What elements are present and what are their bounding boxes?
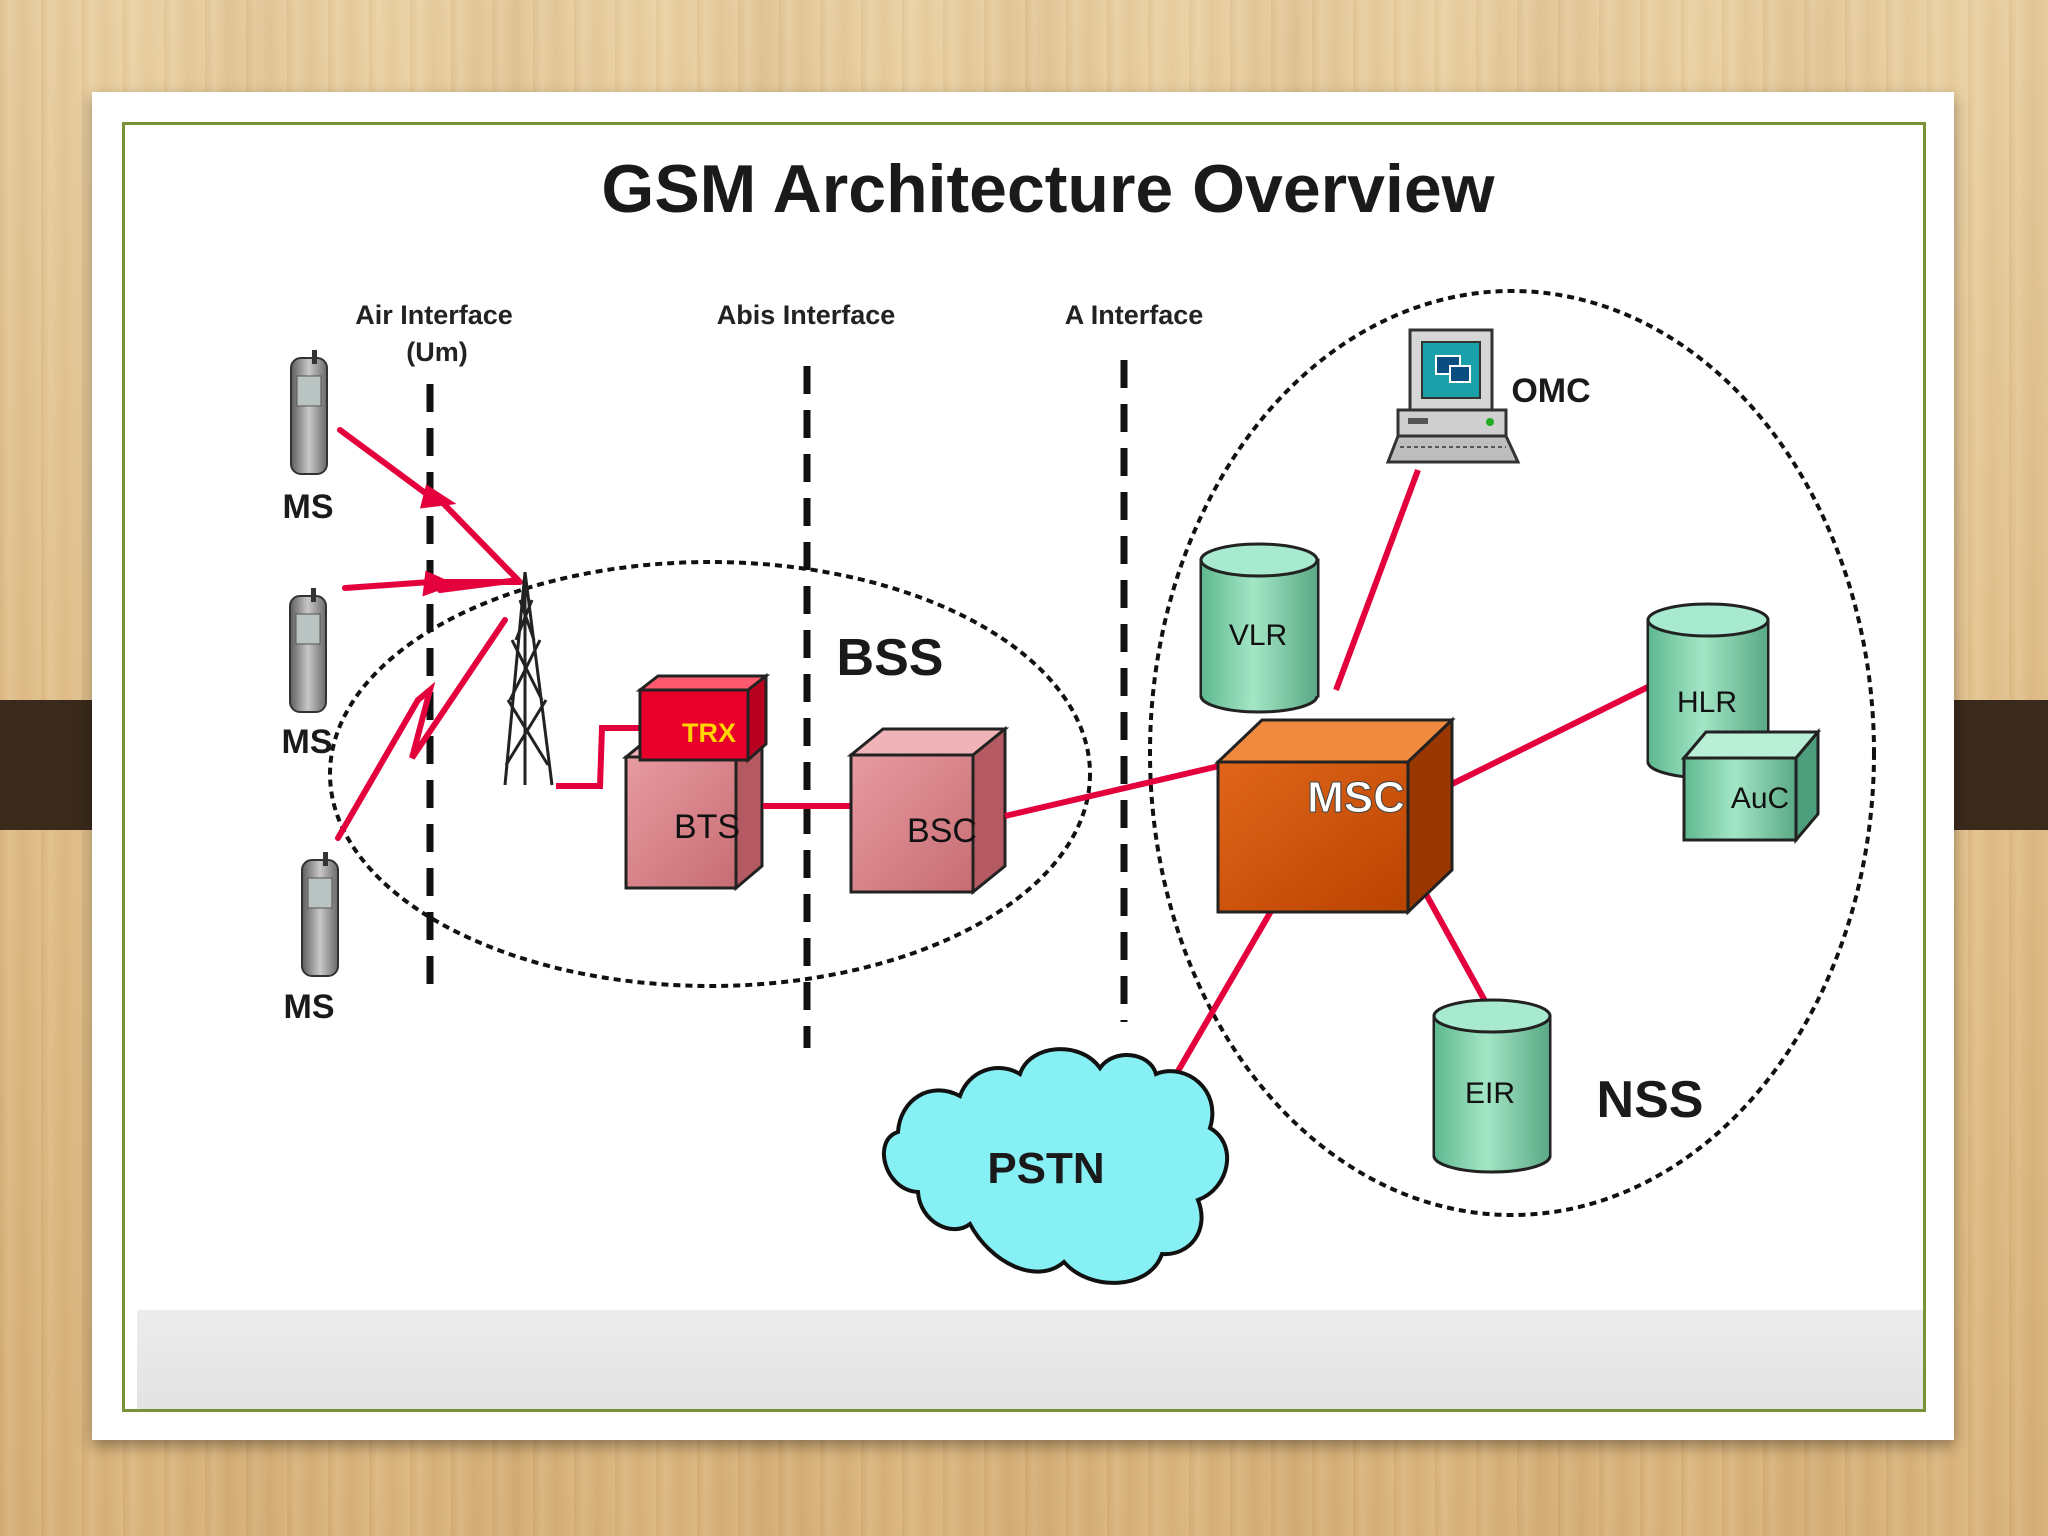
- bsc-label: BSC: [907, 812, 977, 850]
- eir-database: [1432, 998, 1552, 1174]
- nss-boundary: [1148, 289, 1876, 1217]
- antenna-bts-link: [556, 725, 640, 789]
- trx-label: TRX: [682, 718, 736, 748]
- air-interface-um-label: (Um): [406, 337, 468, 367]
- trx-node: [635, 672, 771, 764]
- ms-label-2: MS: [282, 723, 333, 761]
- vlr-database: [1199, 542, 1320, 714]
- omc-label: OMC: [1511, 372, 1590, 410]
- abis-interface-label: Abis Interface: [717, 300, 896, 330]
- ms-label-3: MS: [284, 988, 335, 1026]
- auc-label: AuC: [1731, 782, 1789, 815]
- bss-label: BSS: [837, 629, 944, 687]
- diagram-title: GSM Architecture Overview: [601, 151, 1495, 227]
- auc-node: [1680, 727, 1822, 845]
- bsc-msc-link: [1004, 757, 1246, 819]
- msc-label: MSC: [1307, 773, 1405, 822]
- slide-footer-area: [137, 1310, 1926, 1410]
- computer-terminal-icon: [1385, 328, 1521, 464]
- bts-label: BTS: [674, 808, 740, 846]
- bss-boundary: [328, 560, 1092, 988]
- ms-label-1: MS: [283, 488, 334, 526]
- pstn-label: PSTN: [987, 1144, 1104, 1193]
- pstn-cloud: [881, 1047, 1229, 1285]
- air-interface-label: Air Interface: [355, 300, 513, 330]
- slide-frame: [122, 122, 1926, 1412]
- msc-node: [1214, 716, 1456, 916]
- air-radio-links: [335, 427, 523, 841]
- vlr-label: VLR: [1229, 619, 1287, 652]
- eir-label: EIR: [1465, 1077, 1515, 1110]
- mobile-phone-icon: [289, 588, 327, 713]
- bsc-node: [846, 725, 1010, 896]
- hlr-label: HLR: [1677, 686, 1737, 719]
- mobile-phone-icon: [301, 852, 339, 977]
- a-interface-label: A Interface: [1065, 300, 1204, 330]
- antenna-tower-icon: [503, 571, 554, 786]
- mobile-phone-icon: [290, 350, 328, 475]
- nss-label: NSS: [1597, 1071, 1704, 1129]
